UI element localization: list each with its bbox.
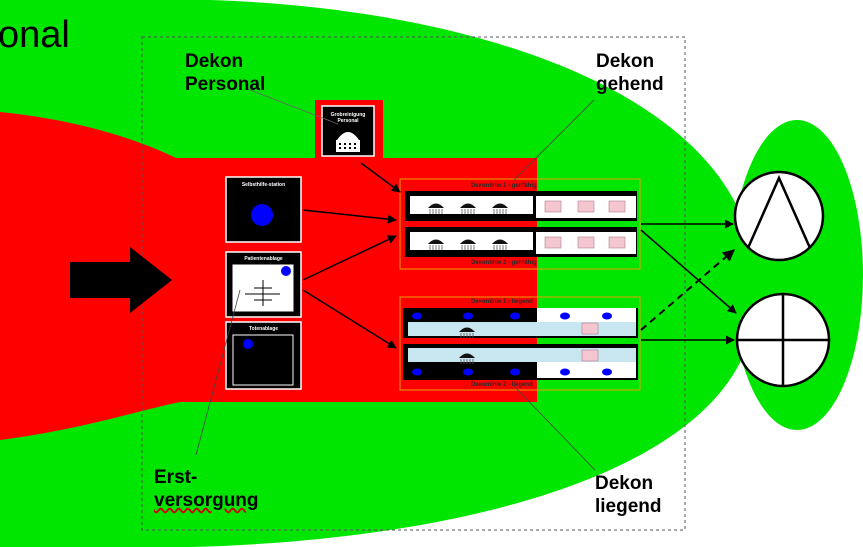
drying-unit-icon	[608, 236, 626, 249]
label-line: gehend	[596, 74, 664, 95]
dekon-gehend-box	[399, 178, 641, 270]
shower-icon	[492, 203, 508, 214]
drying-unit-icon	[544, 200, 562, 213]
line-label-liegend-2: Dekonlinie 2 - liegend	[471, 382, 533, 388]
blue-dot	[412, 312, 422, 320]
shower-icon	[460, 203, 476, 214]
label-line: liegend	[595, 496, 662, 517]
label-line: Personal	[185, 74, 266, 95]
drying-unit-icon	[577, 200, 595, 213]
label-line: Erst-	[154, 467, 198, 488]
label-dekon-personal: Dekon Personal	[185, 50, 265, 96]
grobreinigung-shower-icon	[336, 132, 360, 152]
shower-icon	[459, 353, 475, 364]
shower-icon-group	[428, 203, 508, 364]
blue-dot	[251, 204, 273, 226]
blue-dot	[463, 312, 473, 320]
blue-dot	[281, 266, 291, 276]
label-erstversorgung: Erst- versorgung	[154, 466, 259, 512]
shower-icon	[428, 203, 444, 214]
arrow-personal-to-line	[360, 162, 401, 193]
arrow-patient-to-line-walking	[302, 235, 397, 281]
upward-triangle-symbol	[746, 174, 812, 249]
label-line: Dekon	[185, 51, 244, 72]
blue-dot-group	[412, 312, 612, 376]
drying-unit-icon	[581, 322, 599, 335]
blue-dot	[560, 312, 570, 320]
stretcher-icon	[245, 280, 280, 306]
drying-unit-icon	[544, 236, 562, 249]
blue-dot	[463, 368, 473, 376]
shower-icon	[428, 239, 444, 250]
totenablage-label: Totenablage	[248, 326, 279, 332]
blue-dot	[602, 368, 612, 376]
label-dekon-gehend: Dekon gehend	[596, 50, 664, 96]
blue-dot	[510, 368, 520, 376]
drying-unit-icon	[581, 349, 599, 362]
label-dekon-liegend: Dekon liegend	[595, 472, 662, 518]
shower-icon	[460, 239, 476, 250]
arrow-walking-to-lying-exit	[640, 229, 737, 314]
line-label-gehend-1: Dekonlinie 1 - gehfähig	[471, 183, 537, 189]
shower-icon	[459, 327, 475, 338]
line-label-gehend-2: Dekonlinie 2 - gehfähig	[471, 260, 537, 266]
drying-unit-icon	[608, 200, 626, 213]
arrow-lying-to-walking-exit	[640, 249, 735, 331]
drying-unit-icon	[577, 236, 595, 249]
shower-icon	[492, 239, 508, 250]
drying-unit-group	[544, 200, 626, 362]
arrow-patient-to-line-lying	[302, 289, 397, 349]
entry-arrow-icon	[70, 247, 172, 313]
label-line: versorgung	[154, 490, 259, 511]
selbsthilfe-label: Selbsthilfe-station	[241, 182, 286, 188]
arrow-selbsthilfe-to-line	[302, 209, 397, 224]
label-line: Dekon	[595, 473, 654, 494]
blue-dot	[560, 368, 570, 376]
line-label-liegend-1: Dekonlinie 1 - liegend	[471, 299, 533, 305]
patientenablage-label: Patientenablage	[244, 256, 283, 262]
label-line: Dekon	[596, 51, 655, 72]
blue-dot	[510, 312, 520, 320]
exit-walking-symbol	[733, 170, 825, 262]
page-title-fragment: onal	[0, 14, 70, 56]
blue-dot	[412, 368, 422, 376]
grobreinigung-label: Grobreinigung Personal	[330, 112, 366, 124]
blue-dot	[243, 339, 253, 349]
blue-dot	[602, 312, 612, 320]
dekon-liegend-box	[399, 296, 641, 391]
